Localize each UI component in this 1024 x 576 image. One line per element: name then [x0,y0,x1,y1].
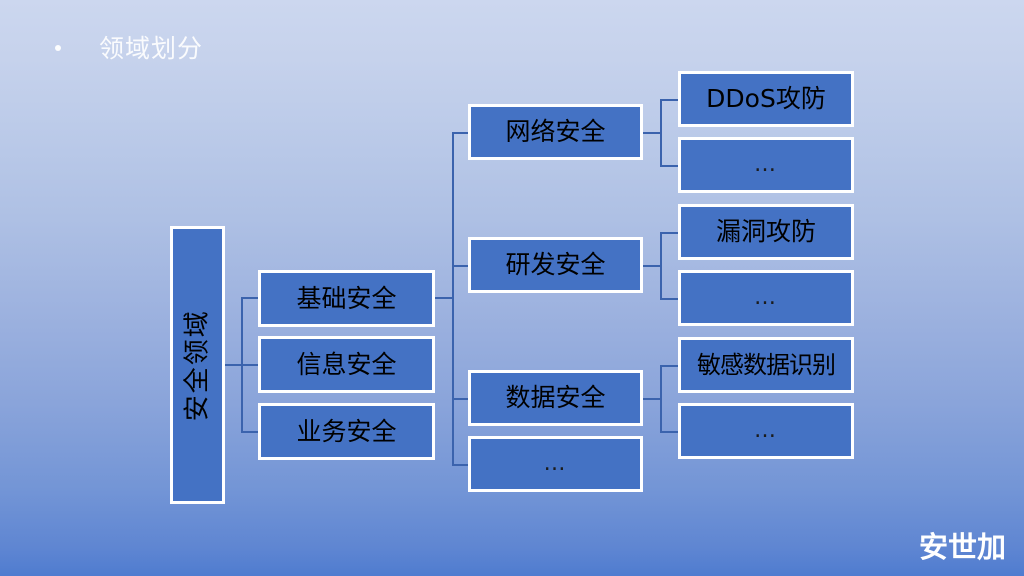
node-level4-3-label: 漏洞攻防 [715,217,816,247]
connector-group3-trunk [660,365,662,432]
node-level4-6-label: … [754,417,778,443]
connector-root-stub [225,364,242,366]
node-level2-1-label: 基础安全 [296,283,397,313]
connector-group3-stub [643,398,661,400]
bullet-icon [55,45,61,51]
connector-level3-stub [434,297,453,299]
node-level2-2[interactable]: 信息安全 [258,336,435,393]
node-level3-3[interactable]: 数据安全 [468,370,643,426]
connector-group2-branch-1 [660,232,679,234]
node-level2-1[interactable]: 基础安全 [258,270,435,327]
node-level3-1-label: 网络安全 [505,117,606,147]
node-level4-5-label: 敏感数据识别 [697,350,836,379]
connector-level2-branch-1 [241,297,259,299]
connector-level2-branch-2 [241,364,259,366]
connector-group2-trunk [660,232,662,299]
node-level3-2-label: 研发安全 [505,250,606,280]
connector-level3-branch-3 [452,398,469,400]
node-level4-2[interactable]: … [678,137,854,193]
connector-group3-branch-2 [660,431,679,433]
connector-group1-branch-2 [660,165,679,167]
connector-group2-stub [643,265,661,267]
connector-group2-branch-2 [660,298,679,300]
connector-level3-trunk [452,132,454,464]
connector-group1-branch-1 [660,99,679,101]
node-root[interactable]: 安全领域 [170,226,225,504]
connector-level3-branch-4 [452,464,469,466]
node-level3-3-label: 数据安全 [505,383,606,413]
connector-level3-branch-2 [452,265,469,267]
node-level4-4-label: … [754,284,778,310]
connector-group1-stub [643,132,661,134]
node-level4-6[interactable]: … [678,403,854,459]
node-level3-4-label: … [543,450,568,476]
node-level4-1-label: DDoS攻防 [706,84,826,114]
node-level4-4[interactable]: … [678,270,854,326]
connector-group3-branch-1 [660,365,679,367]
node-level2-3-label: 业务安全 [296,416,397,446]
brand-logo: 安世加 [918,530,1006,564]
node-level4-1[interactable]: DDoS攻防 [678,71,854,127]
node-level2-2-label: 信息安全 [296,349,397,379]
node-level3-4[interactable]: … [468,436,643,492]
node-level4-3[interactable]: 漏洞攻防 [678,204,854,260]
node-level4-5[interactable]: 敏感数据识别 [678,337,854,393]
node-level4-2-label: … [754,151,778,177]
node-level3-1[interactable]: 网络安全 [468,104,643,160]
node-level2-3[interactable]: 业务安全 [258,403,435,460]
connector-level2-branch-3 [241,431,259,433]
page-title: 领域划分 [55,28,203,68]
connector-level3-branch-1 [452,132,469,134]
connector-group1-trunk [660,99,662,166]
page-title-label: 领域划分 [99,33,204,63]
node-root-label: 安全领域 [182,308,213,422]
node-level3-2[interactable]: 研发安全 [468,237,643,293]
